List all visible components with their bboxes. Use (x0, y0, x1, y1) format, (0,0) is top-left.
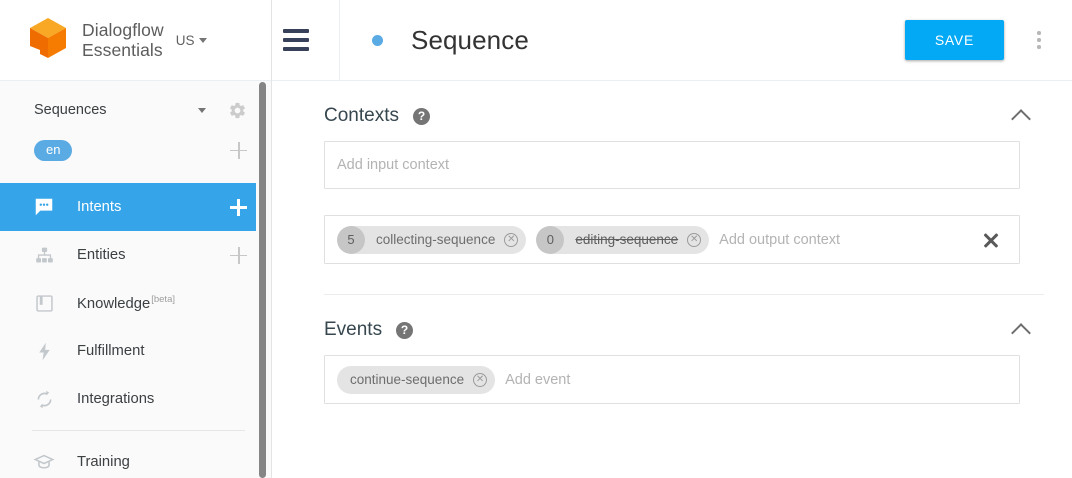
remove-chip-icon[interactable]: ✕ (473, 372, 488, 387)
events-section: Events ? continue-sequence ✕ Add event (272, 295, 1072, 404)
contexts-header: Contexts ? (324, 81, 1048, 141)
contexts-section: Contexts ? Add input context 5 collectin… (272, 81, 1072, 264)
sidebar-item-label: Integrations (77, 391, 155, 407)
lightning-bolt-icon (33, 340, 55, 362)
help-circle-icon[interactable]: ? (412, 107, 430, 125)
input-context-placeholder: Add input context (337, 157, 450, 173)
region-label: US (175, 32, 195, 48)
gear-icon[interactable] (228, 101, 247, 120)
kebab-menu-icon[interactable] (1024, 31, 1054, 49)
sidebar-item-fulfillment[interactable]: Fulfillment (0, 327, 271, 375)
events-title: Events (324, 319, 383, 340)
brand-title: Dialogflow Essentials (82, 20, 164, 60)
output-context-placeholder: Add output context (719, 231, 841, 248)
status-dot (372, 34, 383, 46)
add-language-plus-icon[interactable] (230, 141, 247, 159)
chevron-up-icon[interactable] (1012, 321, 1030, 339)
beta-badge: [beta] (151, 294, 175, 306)
speech-bubble-icon (33, 196, 55, 218)
sync-arrows-icon (33, 388, 55, 410)
events-header: Events ? (324, 295, 1048, 355)
close-x-icon[interactable] (981, 230, 1001, 250)
add-entity-plus-icon[interactable] (230, 246, 247, 264)
output-context-chip[interactable]: 5 collecting-sequence ✕ (337, 225, 527, 254)
brand-line-2: Essentials (82, 40, 163, 60)
context-lifespan-count: 0 (536, 225, 565, 254)
help-circle-icon[interactable]: ? (396, 321, 414, 339)
region-selector[interactable]: US (176, 33, 207, 48)
content-area: Contexts ? Add input context 5 collectin… (272, 81, 1072, 404)
sidebar-item-training[interactable]: Training (0, 438, 271, 478)
contexts-title: Contexts (324, 105, 399, 126)
sidebar: Dialogflow Essentials US Sequences en (0, 0, 272, 478)
header-divider (339, 0, 340, 81)
book-icon (33, 292, 55, 314)
event-name: continue-sequence (350, 372, 465, 387)
sidebar-item-intents[interactable]: Intents (0, 183, 271, 231)
page-title-wrap: Sequence (340, 25, 905, 56)
brand-line-1: Dialogflow (82, 20, 164, 40)
event-placeholder: Add event (505, 371, 571, 388)
page-title: Sequence (411, 24, 529, 55)
graduation-cap-icon (33, 451, 55, 473)
knowledge-label-text: Knowledge (77, 295, 151, 312)
hierarchy-icon (33, 244, 55, 266)
agent-chevron-down-icon[interactable] (198, 107, 206, 113)
agent-name: Sequences (34, 102, 107, 118)
event-chip[interactable]: continue-sequence ✕ (337, 365, 496, 394)
sidebar-item-label: Intents (77, 199, 122, 215)
dialogflow-cube-logo (30, 18, 66, 58)
spacer (324, 189, 1048, 215)
output-context-field[interactable]: 5 collecting-sequence ✕ 0 editing-sequen… (324, 215, 1020, 264)
context-name: editing-sequence (575, 232, 679, 247)
brand-header[interactable]: Dialogflow Essentials US (0, 0, 271, 81)
main-panel: Sequence SAVE Contexts ? Add input conte… (272, 0, 1072, 478)
sidebar-divider (32, 430, 245, 431)
add-intent-plus-icon[interactable] (230, 198, 247, 216)
agent-selector-row[interactable]: Sequences (0, 91, 271, 129)
section-divider (324, 294, 1044, 295)
chevron-up-icon[interactable] (1012, 107, 1030, 125)
sidebar-scrollbar-thumb[interactable] (259, 82, 266, 478)
context-name: collecting-sequence (376, 232, 496, 247)
events-field[interactable]: continue-sequence ✕ Add event (324, 355, 1020, 404)
output-context-chip[interactable]: 0 editing-sequence ✕ (536, 225, 710, 254)
sidebar-item-entities[interactable]: Entities (0, 231, 271, 279)
chevron-down-icon (198, 37, 207, 43)
sidebar-item-label: Training (77, 454, 130, 470)
hamburger-menu-icon[interactable] (283, 29, 309, 51)
save-button[interactable]: SAVE (904, 20, 1004, 60)
input-context-field[interactable]: Add input context (324, 141, 1020, 189)
language-row: en (0, 129, 271, 171)
sidebar-nav: Intents Entities (0, 183, 271, 478)
remove-chip-icon[interactable]: ✕ (504, 232, 519, 247)
context-lifespan-count: 5 (337, 225, 365, 254)
sidebar-item-label: Entities (77, 247, 126, 263)
sidebar-scrollbar[interactable] (256, 82, 271, 478)
sidebar-item-label: Knowledge[beta] (77, 294, 247, 312)
language-chip-en[interactable]: en (34, 139, 73, 161)
sidebar-item-knowledge[interactable]: Knowledge[beta] (0, 279, 271, 327)
remove-chip-icon[interactable]: ✕ (687, 232, 702, 247)
top-bar: Sequence SAVE (272, 0, 1072, 81)
sidebar-item-label: Fulfillment (77, 343, 145, 359)
sidebar-item-integrations[interactable]: Integrations (0, 375, 271, 423)
